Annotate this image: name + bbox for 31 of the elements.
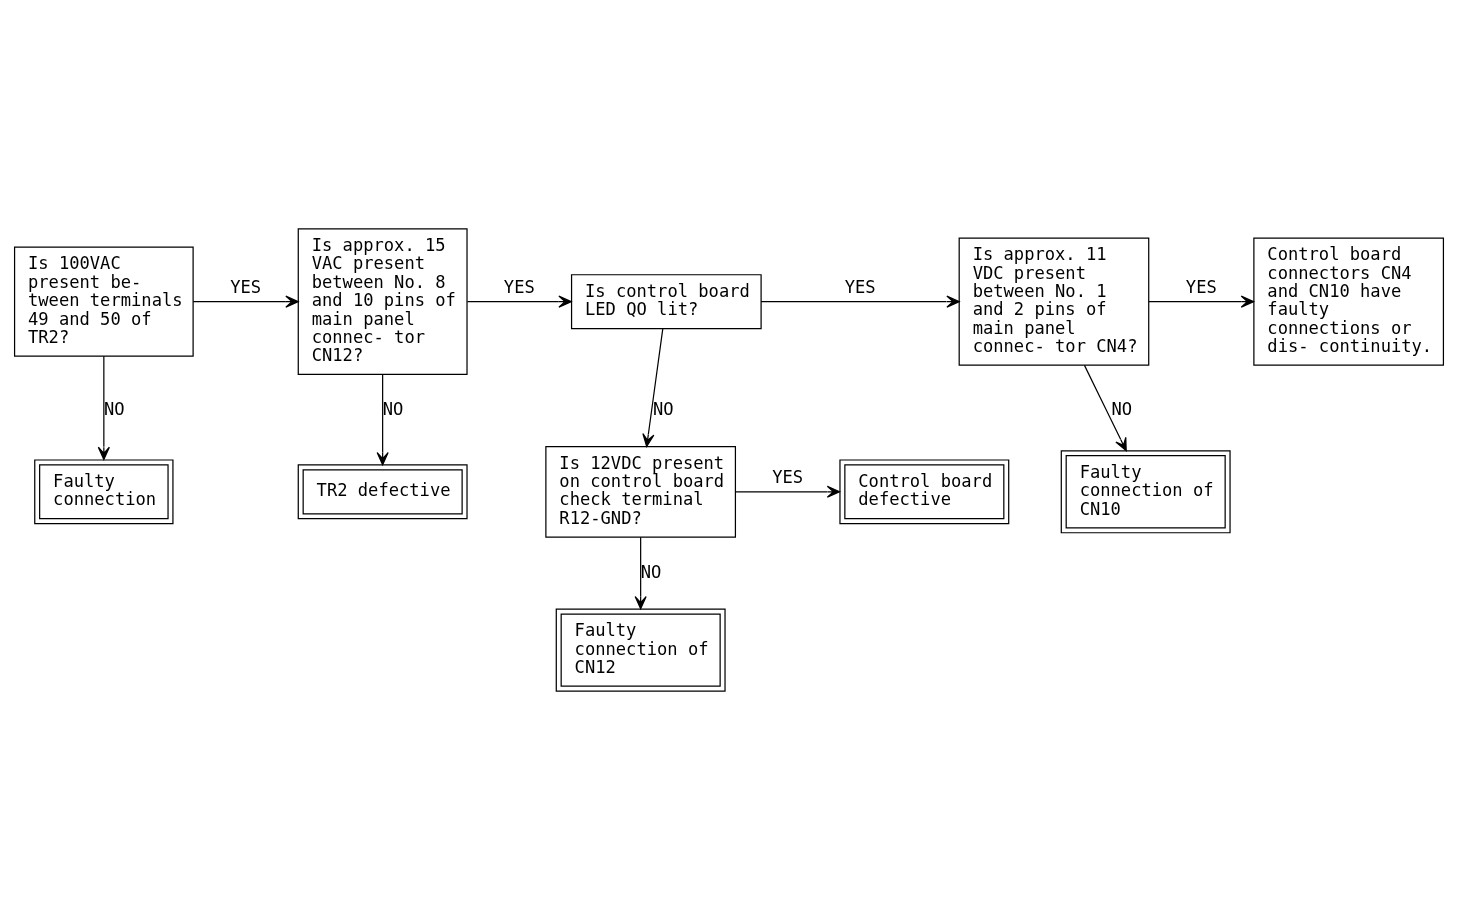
arrow <box>376 373 389 465</box>
node-box: Control board defective <box>838 458 1009 524</box>
arrow <box>466 295 572 308</box>
edge-label: NO <box>640 561 661 582</box>
node-box: TR2 defective <box>297 463 468 519</box>
edge-label: YES <box>503 276 535 297</box>
edge-label: NO <box>1111 398 1132 419</box>
node-box: Faulty connection <box>33 458 174 524</box>
node-box: Faulty connection of CN10 <box>1060 449 1231 533</box>
node-box: Faulty connection of CN12 <box>555 608 726 692</box>
edge-label: NO <box>652 398 674 419</box>
edge-label: NO <box>103 398 125 419</box>
arrow <box>1147 295 1254 308</box>
arrow <box>760 295 960 308</box>
node-box: Is 100VAC present be- tween terminals 49 and 50 of TR2? <box>13 246 194 357</box>
arrow <box>641 327 663 447</box>
arrow <box>97 355 110 460</box>
edge-label: YES <box>771 466 803 487</box>
arrow <box>1083 364 1127 451</box>
arrow <box>734 485 840 498</box>
arrow <box>634 536 647 609</box>
node-box: Control board connectors CN4 and CN10 have faulty connections or dis- continuity. <box>1252 236 1444 366</box>
edge-label: YES <box>229 276 261 297</box>
node-box: Is approx. 11 VDC present between No. 1 and 2 pins of main panel connec- tor CN4? <box>958 236 1149 366</box>
node-box: Is 12VDC present on control board check terminal R12-GND? <box>544 445 736 538</box>
edge-label: NO <box>382 398 403 419</box>
edge-label: YES <box>1185 276 1217 297</box>
node-box: Is control board LED QO lit? <box>570 273 762 329</box>
arrow <box>192 295 299 308</box>
node-box: Is approx. 15 VAC present between No. 8 and 10 pins of main panel connec- tor CN12? <box>297 227 468 375</box>
edge-label: YES <box>844 276 876 297</box>
